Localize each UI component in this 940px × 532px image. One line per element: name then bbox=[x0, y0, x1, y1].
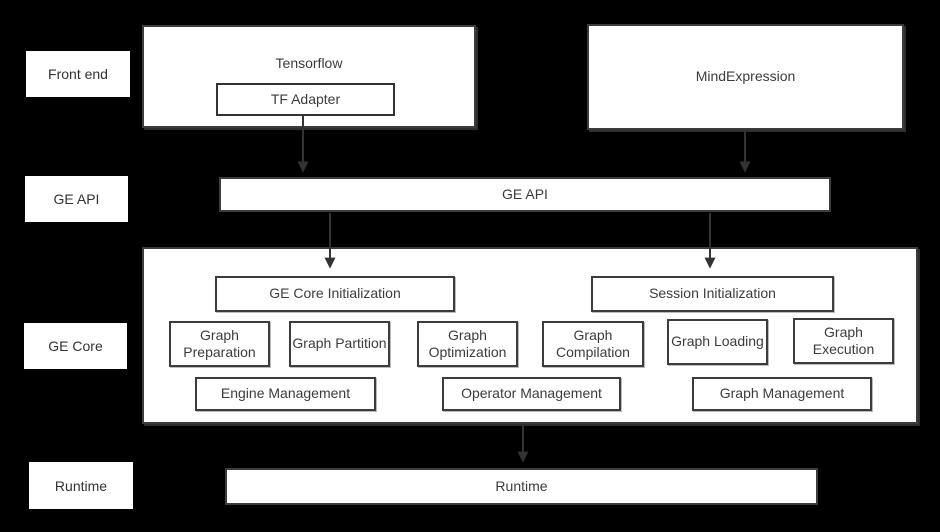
graph-loading-box: Graph Loading bbox=[667, 319, 768, 365]
graph-management-box: Graph Management bbox=[692, 377, 872, 411]
ge-core-box: GE Core Initialization Session Initializ… bbox=[142, 247, 918, 424]
graph-optimization-box: Graph Optimization bbox=[417, 321, 518, 367]
session-initialization-box: Session Initialization bbox=[591, 276, 834, 312]
operator-management-box: Operator Management bbox=[442, 377, 621, 411]
layer-label-runtime: Runtime bbox=[29, 462, 133, 509]
graph-execution-box: Graph Execution bbox=[793, 318, 894, 364]
mindexpression-box: MindExpression bbox=[587, 24, 904, 130]
ge-api-bar: GE API bbox=[219, 177, 831, 212]
ge-core-initialization-box: GE Core Initialization bbox=[215, 276, 455, 312]
graph-compilation-box: Graph Compilation bbox=[542, 321, 644, 367]
layer-label-ge-api: GE API bbox=[25, 176, 128, 222]
graph-partition-box: Graph Partition bbox=[289, 321, 390, 367]
graph-preparation-box: Graph Preparation bbox=[169, 321, 270, 367]
tensorflow-title: Tensorflow bbox=[275, 55, 343, 71]
engine-management-box: Engine Management bbox=[195, 377, 376, 411]
layer-label-front-end: Front end bbox=[26, 51, 130, 97]
runtime-bar: Runtime bbox=[225, 468, 818, 505]
layer-label-ge-core: GE Core bbox=[24, 323, 127, 369]
tensorflow-box: Tensorflow TF Adapter bbox=[142, 25, 476, 128]
tf-adapter-box: TF Adapter bbox=[216, 83, 395, 116]
